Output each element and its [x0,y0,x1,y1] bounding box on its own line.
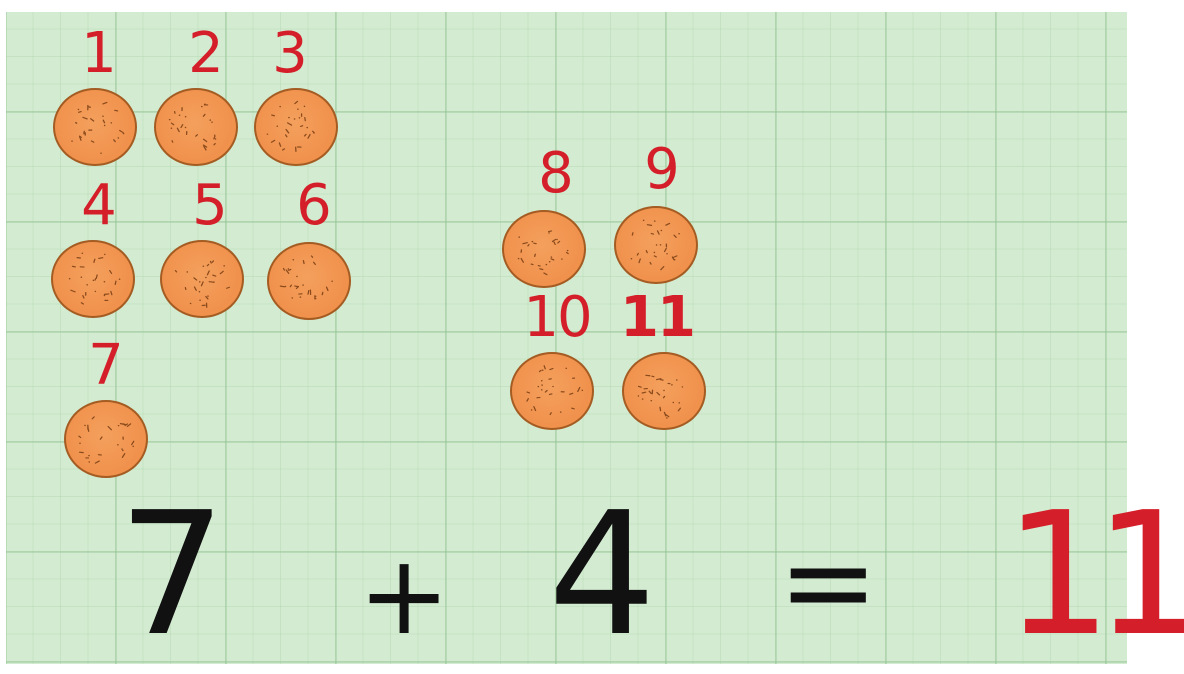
cookie-speckles [256,90,336,164]
cookie-speckles [162,242,242,316]
item-number-11: 11 [602,282,712,354]
item-number-7: 7 [50,330,160,402]
item-number-4: 4 [43,170,153,242]
counted-item-10: 10 [498,282,608,432]
item-number-5: 5 [154,170,264,242]
item-number-6: 6 [258,170,368,242]
item-number-8: 8 [500,138,610,210]
equation-plus-sign: + [358,520,458,670]
cookie-speckles [66,402,146,476]
cookie-speckles [624,354,704,428]
cookie-speckles [53,242,133,316]
cookie-speckles [55,90,135,164]
grid-paper-canvas: 1 2 3 4 5 6 7 8 9 10 11 7 + [0,0,1133,664]
counted-item-9: 9 [602,134,712,284]
cookie-icon [64,400,148,478]
cookie-speckles [156,90,236,164]
cookie-speckles [616,208,696,282]
cookie-icon [254,88,338,166]
counted-item-11: 11 [608,282,718,432]
cookie-icon [622,352,706,430]
item-number-9: 9 [606,134,716,206]
item-number-1: 1 [43,18,153,90]
counted-item-8: 8 [490,138,600,288]
cookie-icon [51,240,135,318]
cookie-icon [614,206,698,284]
cookie-speckles [269,244,349,318]
counted-item-3: 3 [240,18,350,168]
cookie-speckles [504,212,584,286]
counted-item-1: 1 [40,18,150,168]
equation-addend-4: 4 [548,500,688,650]
counted-item-7: 7 [52,330,162,480]
equation-sum-11: 11 [1004,500,1124,650]
frame-left-edge [0,0,6,664]
cookie-icon [510,352,594,430]
item-number-3: 3 [234,18,344,90]
counted-item-4: 4 [40,170,150,320]
equation-equals-sign: = [778,508,898,658]
item-number-10: 10 [502,282,612,354]
cookie-icon [160,240,244,318]
frame-top-edge [0,0,1133,12]
cookie-icon [267,242,351,320]
cookie-icon [502,210,586,288]
counted-item-5: 5 [148,170,258,320]
cookie-speckles [512,354,592,428]
equation-addend-7: 7 [118,500,258,650]
cookie-icon [154,88,238,166]
cookie-icon [53,88,137,166]
counted-item-6: 6 [254,170,364,320]
